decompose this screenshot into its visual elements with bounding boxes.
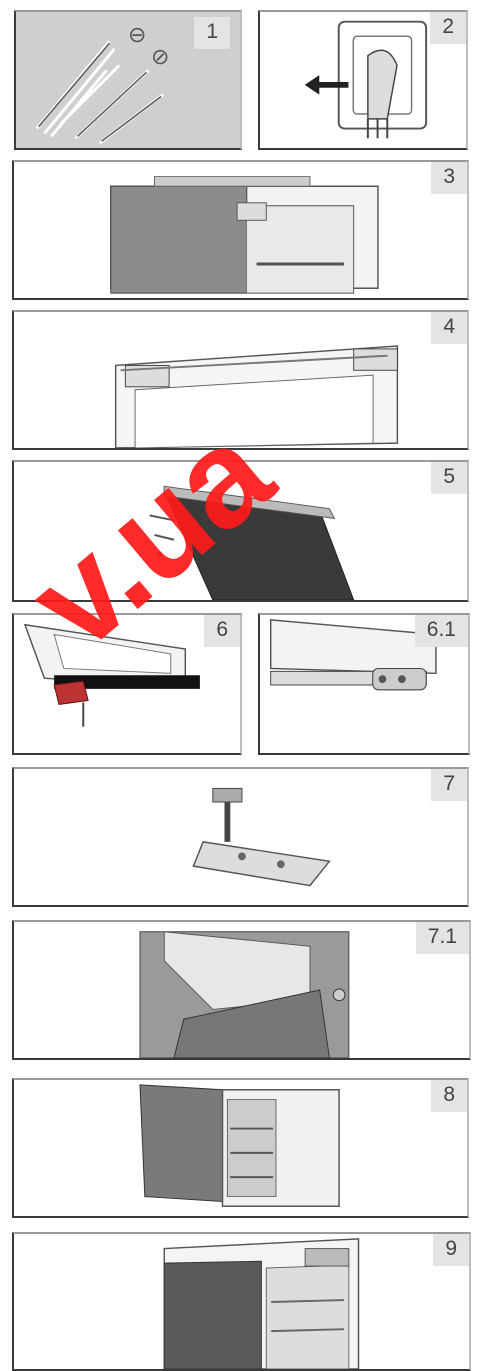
door-hinge-illustration [114,345,399,448]
step-8-panel: 8 [12,1078,469,1218]
installed-appliance-illustration [163,1238,360,1369]
step-number: 4 [431,312,467,344]
hinge-side-illustration [269,619,437,691]
step-2-panel: 2 [258,10,468,150]
cabinet-corner-illustration [139,931,350,1058]
step-4-panel: 4 [12,310,469,450]
step-number: 2 [430,12,466,44]
step-number: 5 [431,462,467,494]
open-appliance-illustration [139,1084,340,1208]
slash-icon: ⊘ [151,44,170,69]
step-number: 8 [431,1080,467,1112]
step-5-panel: 5 [12,460,469,602]
minus-icon: ⊖ [128,22,147,47]
hinge-bracket-illustration [192,787,331,887]
step-9-panel: 9 [12,1232,471,1371]
step-1-panel: ⊖ ⊘ 1 [14,10,242,150]
cabinet-top-illustration [110,176,379,294]
step-number: 9 [433,1234,469,1266]
step-number: 3 [431,162,467,194]
hinge-detail-illustration [23,623,200,727]
step-number: 6 [204,615,240,647]
step-6-1-panel: 6.1 [258,613,470,755]
step-6-panel: 6 [12,613,242,755]
step-number: 7.1 [415,922,469,954]
step-7-1-panel: 7.1 [12,920,471,1060]
door-removal-illustration [149,485,355,600]
step-3-panel: 3 [12,160,469,300]
step-number: 1 [194,17,230,49]
tools-illustration [35,40,164,145]
unplug-illustration [304,20,428,139]
step-number: 6.1 [414,615,468,647]
step-7-panel: 7 [12,767,469,907]
step-number: 7 [431,769,467,801]
